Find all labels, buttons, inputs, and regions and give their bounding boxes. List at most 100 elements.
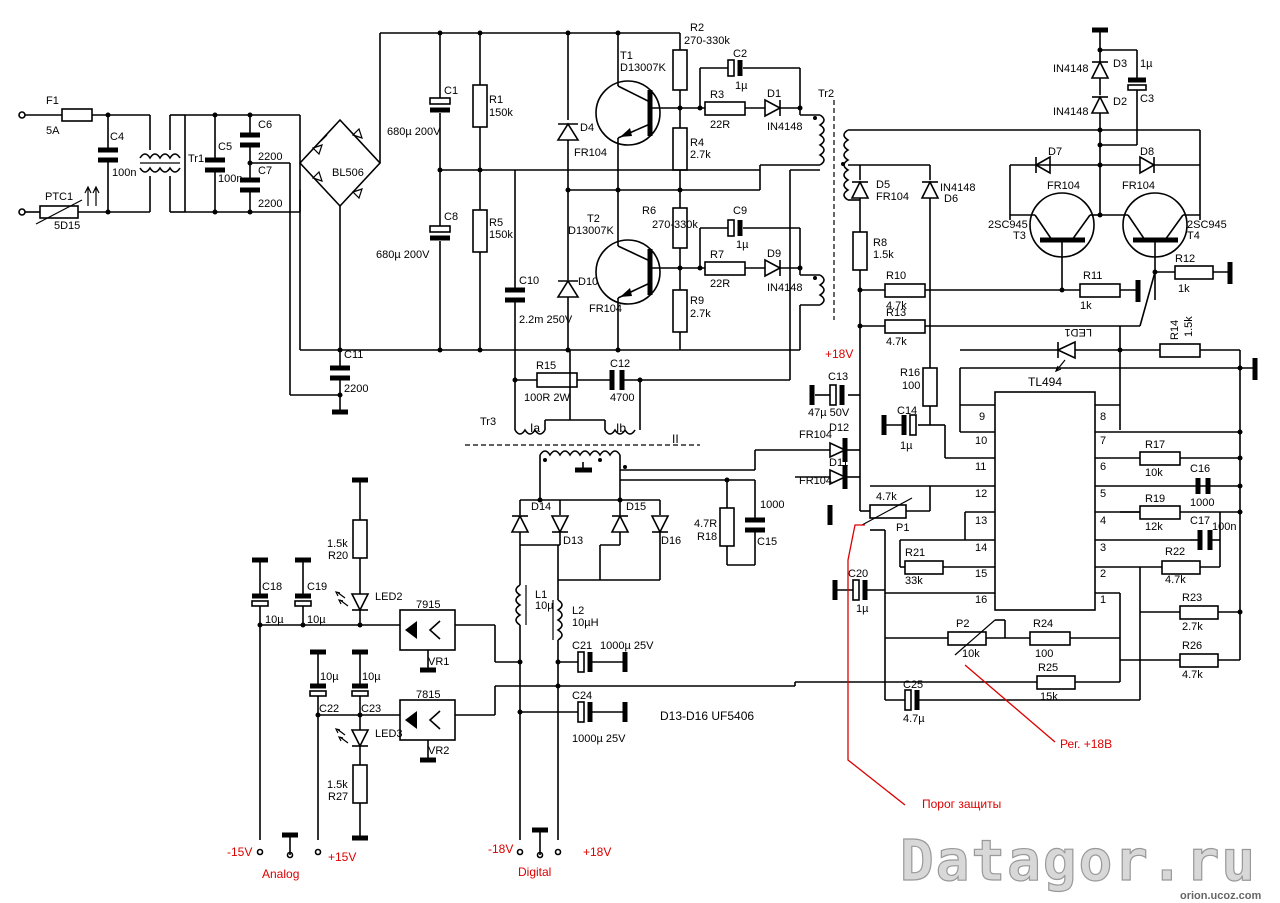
- value-r6: 270-330k: [652, 219, 698, 231]
- resistor-r15: [536, 372, 578, 388]
- value-r23: 2.7k: [1182, 621, 1203, 633]
- value-r24: 100: [1035, 648, 1053, 660]
- resistor-r13: [884, 319, 926, 334]
- output-rectifier: D14 D13 D15 D16 4.7R R18: [488, 477, 796, 879]
- label-led1: LED1: [1064, 326, 1092, 338]
- label-r18: R18: [697, 531, 717, 543]
- value-r26: 4.7k: [1182, 669, 1203, 681]
- value-r14: 1.5k: [1183, 316, 1195, 337]
- value-c13: 47µ 50V: [808, 407, 850, 419]
- tl494-section: TL494 9 10 11 12 13 14 15 16 8 7 6 5 4 3…: [785, 350, 1258, 725]
- label-f1: F1: [46, 95, 59, 107]
- transistor-t1: [595, 80, 661, 146]
- value-t2: D13007K: [568, 225, 615, 237]
- label-c16: C16: [1190, 463, 1210, 475]
- value-c24: 1000µ 25V: [572, 733, 626, 745]
- label-c2: C2: [733, 48, 747, 60]
- label-d1: D1: [767, 88, 781, 100]
- value-f1: 5A: [46, 125, 60, 137]
- label-r21: R21: [905, 547, 925, 559]
- value-c4: 100n: [112, 167, 136, 179]
- label-t3: T3: [1013, 230, 1026, 242]
- value-c23: 10µ: [362, 671, 381, 683]
- value-r2: 270-330k: [684, 35, 730, 47]
- rail-minus15: -15V: [227, 845, 252, 859]
- watermark: Datagor.ru orion.ucoz.com: [899, 828, 1261, 902]
- value-d6: IN4148: [940, 182, 975, 194]
- label-d2: D2: [1113, 96, 1127, 108]
- value-c3: 1µ: [1140, 58, 1153, 70]
- value-r20: 1.5k: [327, 538, 348, 550]
- value-c9: 1µ: [736, 239, 749, 251]
- label-c4: C4: [110, 131, 124, 143]
- resistor-r12: [1174, 265, 1214, 280]
- label-led3: LED3: [375, 728, 403, 740]
- pin-7: 7: [1100, 435, 1106, 447]
- value-r1: 150k: [489, 107, 513, 119]
- label-d14: D14: [531, 501, 551, 513]
- resistor-r17: [1139, 451, 1181, 466]
- pin-16: 16: [975, 594, 987, 606]
- resistor-r11: [1079, 283, 1121, 298]
- label-r25: R25: [1038, 662, 1058, 674]
- value-r15: 100R 2W: [524, 392, 570, 404]
- watermark-main: Datagor.ru: [900, 829, 1257, 894]
- label-r8: R8: [873, 237, 887, 249]
- value-c7: 2200: [258, 198, 282, 210]
- value-d4: FR104: [574, 147, 607, 159]
- label-c25: C25: [903, 679, 923, 691]
- value-d1: IN4148: [767, 121, 802, 133]
- label-r11: R11: [1083, 270, 1102, 282]
- resistor-r23: [1179, 605, 1219, 620]
- value-r21: 33k: [905, 575, 923, 587]
- label-c8: C8: [444, 211, 458, 223]
- label-d10: D10: [578, 276, 598, 288]
- pin-10: 10: [975, 435, 987, 447]
- value-r22: 4.7k: [1165, 574, 1186, 586]
- label-r27: R27: [328, 791, 348, 803]
- value-c17: 100n: [1212, 521, 1236, 533]
- label-t4: T4: [1187, 230, 1200, 242]
- value-c10: 2.2m 250V: [519, 314, 573, 326]
- hv-bus: C1 680µ 200V C8 680µ 200V R1 150k R5 150…: [290, 30, 760, 415]
- label-r22: R22: [1165, 546, 1185, 558]
- label-d5: D5: [876, 179, 890, 191]
- label-c13: C13: [828, 371, 848, 383]
- value-c6: 2200: [258, 151, 282, 163]
- value-c11: 2200: [344, 383, 368, 395]
- annotation-protection: Порог защиты: [922, 797, 1001, 811]
- label-r10: R10: [886, 270, 906, 282]
- resistor-r18: [719, 507, 735, 547]
- label-c24: C24: [572, 690, 592, 702]
- value-r4: 2.7k: [690, 149, 711, 161]
- label-p1: P1: [896, 522, 909, 534]
- label-d6: D6: [944, 193, 958, 205]
- value-l1: 10µ: [535, 600, 554, 612]
- value-d7: FR104: [1047, 180, 1080, 192]
- annotation-reg18: Рег. +18В: [1060, 737, 1112, 751]
- pin-3: 3: [1100, 542, 1106, 554]
- label-d12: D12: [829, 422, 849, 434]
- resistor-r21: [904, 560, 944, 575]
- resistor-r4: [672, 127, 688, 171]
- resistor-r22: [1161, 560, 1201, 575]
- label-tr3: Tr3: [480, 416, 496, 428]
- label-d16: D16: [661, 535, 681, 547]
- annotations: Рег. +18В Порог защиты: [847, 524, 1112, 811]
- resistor-r24: [1029, 631, 1071, 646]
- value-d10: FR104: [589, 303, 622, 315]
- label-t1: T1: [620, 50, 633, 62]
- resistor-r14: [1159, 343, 1201, 358]
- label-ia: Ia: [530, 421, 540, 435]
- label-r13: R13: [886, 307, 906, 319]
- value-ptc1: 5D15: [54, 220, 80, 232]
- half-bridge: D4 FR104 D10 FR104 T1 D13007K: [556, 22, 803, 353]
- label-c20: C20: [848, 568, 868, 580]
- rail-plus18: +18V: [583, 845, 611, 859]
- value-c18: 10µ: [265, 614, 284, 626]
- value-p1: 4.7k: [876, 491, 897, 503]
- value-c19: 10µ: [307, 614, 326, 626]
- label-r14: R14: [1169, 320, 1181, 340]
- value-t1: D13007K: [620, 62, 667, 74]
- note-d13-d16: D13-D16 UF5406: [660, 709, 754, 723]
